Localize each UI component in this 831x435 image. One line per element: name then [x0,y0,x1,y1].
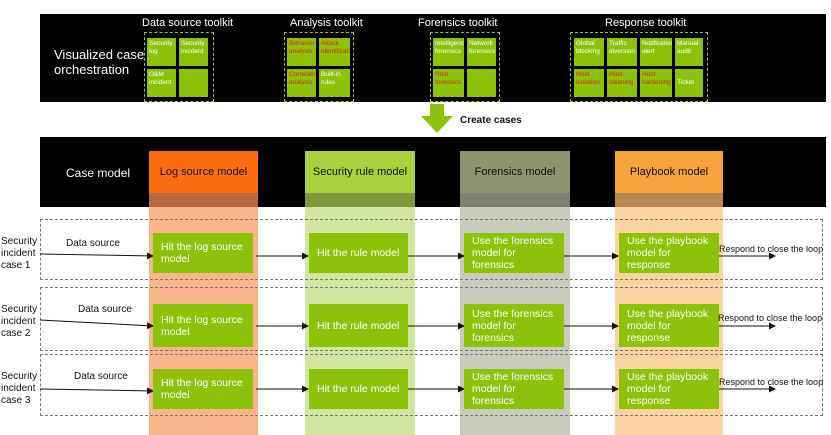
tool-om-incident[interactable]: O&M incident [147,69,176,97]
col-header-security-rule[interactable]: Security rule model [305,151,415,193]
respond-label: Respond to close the loop [718,313,823,323]
toolkit-title-data-source: Data source toolkit [142,17,234,29]
tool-built-in-rules[interactable]: Built-in rules [319,69,350,97]
step-rule[interactable]: Hit the rule model [309,233,408,273]
orchestration-title-line1: Visualized case [54,47,145,62]
case-label-line: Security [1,304,38,315]
case-3-label: Security incident case 3 [1,371,37,407]
toolkit-forensics[interactable] [430,32,500,102]
toolkit-analysis[interactable] [284,32,354,102]
case-label-line: incident [1,248,36,259]
tool-behavior-analysis[interactable]: Behavior analysis [287,38,316,66]
respond-label: Respond to close the loop [719,377,824,387]
tool-intelligence-forensics[interactable]: Intelligence forensics [433,38,464,66]
toolkit-title-response: Response toolkit [605,17,687,29]
tool-host-cleaning[interactable]: Host cleaning [607,69,637,97]
tool-manual-audit[interactable]: Manual audit [675,38,703,66]
header-shadow-strip [460,193,570,207]
tool-empty-slot [467,69,496,97]
tool-host-isolation[interactable]: Host isolation [574,69,604,97]
tool-host-hardening[interactable]: Host hardening [640,69,672,97]
tool-empty-slot [179,69,208,97]
tool-host-forensics[interactable]: Host forensics [433,69,464,97]
toolkit-title-analysis: Analysis toolkit [290,17,363,29]
col-header-playbook[interactable]: Playbook model [615,151,723,193]
tool-ticket[interactable]: Ticket [675,69,703,97]
step-playbook[interactable]: Use the playbook model for response [619,369,719,409]
col-header-log-source[interactable]: Log source model [149,151,258,193]
step-playbook[interactable]: Use the playbook model for response [619,233,719,273]
step-log-source[interactable]: Hit the log source model [153,233,253,273]
tool-attack-identification[interactable]: Attack identification [319,38,350,66]
case-3-arrows [39,385,776,395]
down-arrow-icon [421,104,453,133]
orchestration-title: Visualized case orchestration [54,47,144,77]
step-forensics[interactable]: Use the forensics model for forensics [464,233,564,273]
case-frame-2 [40,287,823,351]
data-source-label: Data source [74,371,128,382]
tool-correlation-analysis[interactable]: Correlation analysis [287,69,316,97]
header-shadow-strip [615,193,723,207]
case-label-line: case 2 [1,328,31,339]
step-log-source[interactable]: Hit the log source model [153,304,253,347]
case-frame-1 [40,219,823,280]
toolkit-title-forensics: Forensics toolkit [418,17,498,29]
header-shadow-strip [305,193,415,207]
step-forensics[interactable]: Use the forensics model for forensics [464,369,564,409]
step-rule[interactable]: Hit the rule model [309,369,408,409]
case-label-line: case 1 [1,260,31,271]
toolkit-data-source[interactable] [144,32,214,102]
tool-traffic-diversion[interactable]: Traffic diversion [607,38,637,66]
tool-global-blocking[interactable]: Global blocking [574,38,604,66]
header-shadow-strip [149,193,258,207]
respond-label: Respond to close the loop [719,244,824,254]
case-label-line: case 3 [1,395,31,406]
step-playbook[interactable]: Use the playbook model for response [619,304,719,347]
data-source-label: Data source [78,304,132,315]
col-header-forensics[interactable]: Forensics model [460,151,570,193]
case-label-line: incident [1,316,36,327]
tool-notification-alert[interactable]: Notification alert [640,38,672,66]
create-cases-label: Create cases [460,115,522,126]
case-label-line: incident [1,383,36,394]
case-1-arrows [39,252,776,260]
case-label-line: Security [1,371,38,382]
case-model-title: Case model [66,166,131,180]
step-forensics[interactable]: Use the forensics model for forensics [464,304,564,347]
case-2-arrows [39,319,776,330]
case-2-label: Security incident case 2 [1,304,37,340]
tool-network-forensics[interactable]: Network forensics [467,38,496,66]
data-source-label: Data source [66,238,120,249]
step-rule[interactable]: Hit the rule model [309,304,408,347]
case-frame-3 [40,354,823,416]
tool-security-incident[interactable]: Security incident [179,38,208,66]
toolkit-response[interactable] [570,32,708,102]
tool-security-log[interactable]: Security log [147,38,176,66]
orchestration-title-line2: orchestration [54,62,130,77]
case-1-label: Security incident case 1 [1,236,37,272]
step-log-source[interactable]: Hit the log source model [153,369,253,409]
case-label-line: Security [1,236,38,247]
